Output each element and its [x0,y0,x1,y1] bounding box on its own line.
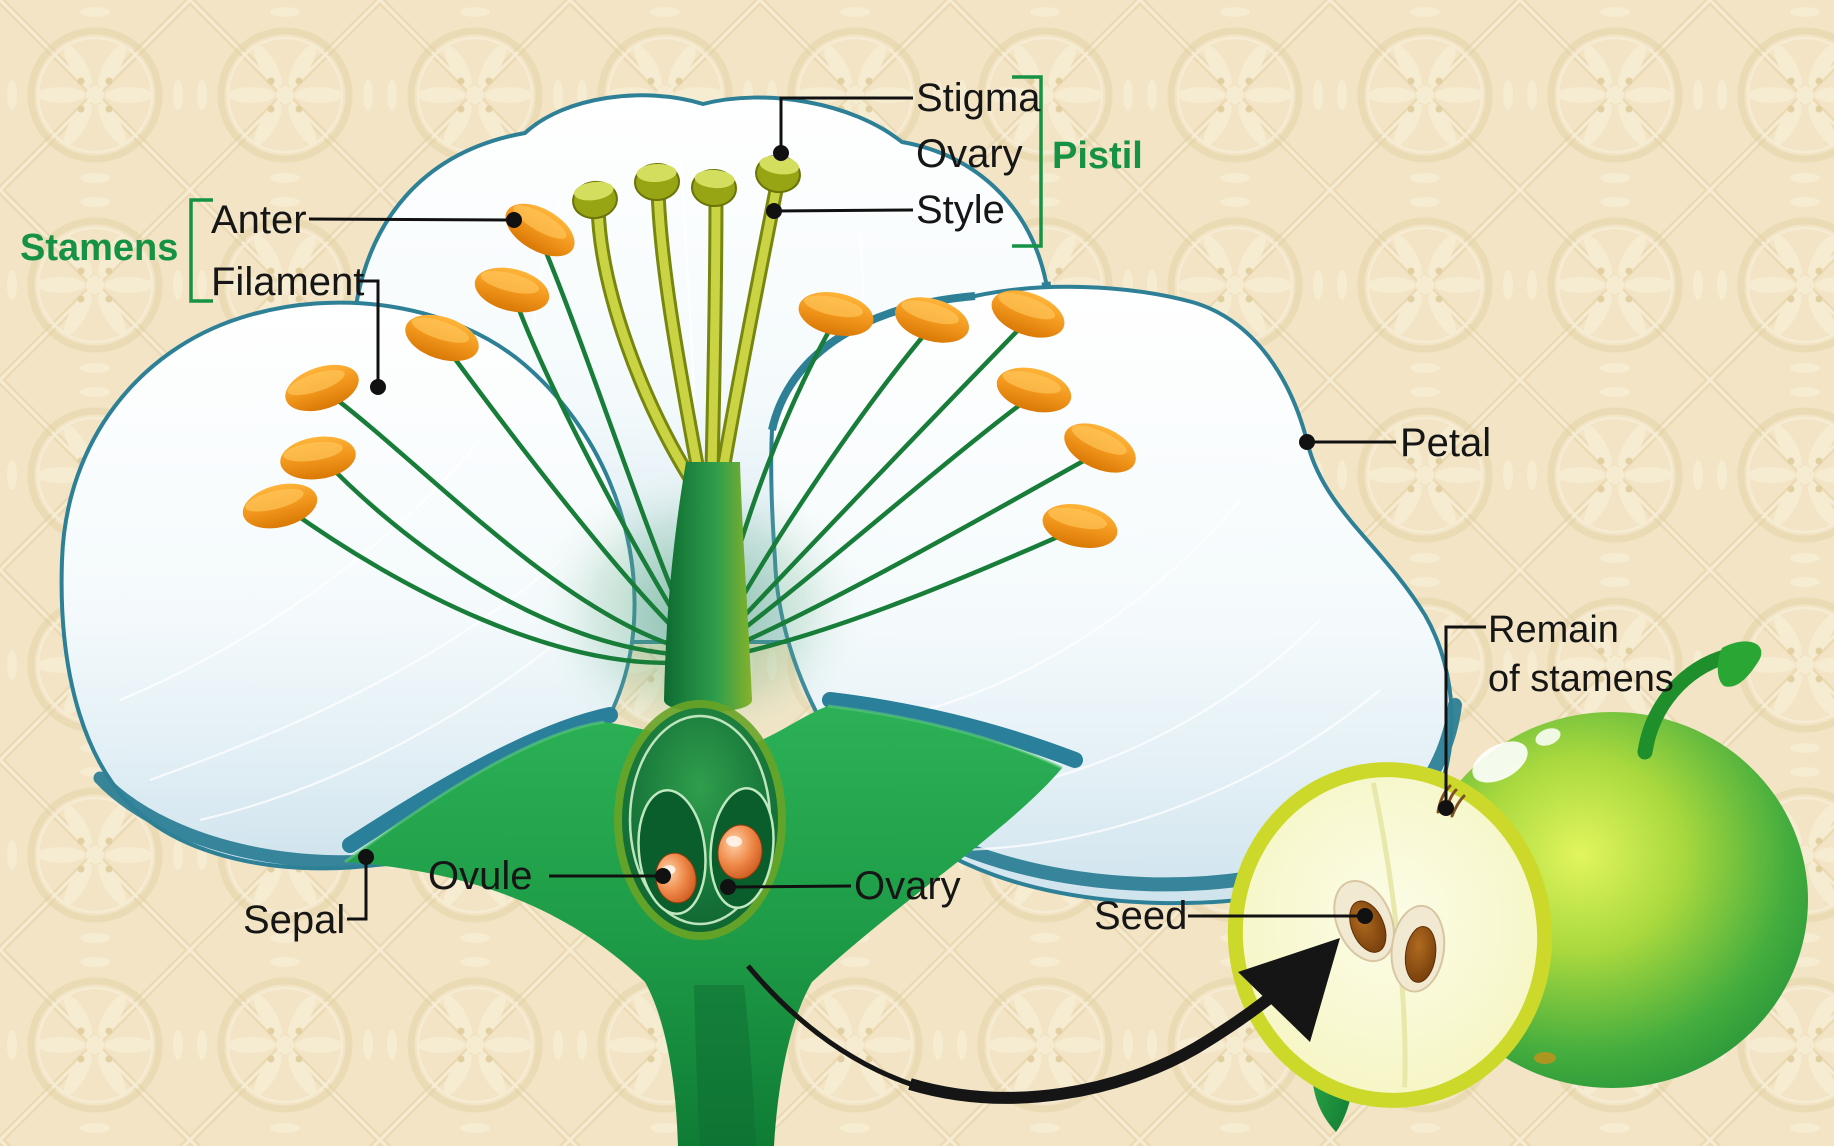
label-ovary-bottom: Ovary [854,864,961,908]
label-remain-of-stamens: Remain of stamens [1488,606,1674,704]
development-arrow [746,938,1340,1104]
sepal-receptacle [344,700,1063,1146]
group-brackets [189,75,1043,303]
ovule-right [717,824,763,880]
pistil-base-column [664,462,752,712]
petal-rim-right [822,692,1083,768]
label-pistil-group: Pistil [1052,135,1143,177]
apple-stem-tip [1717,641,1762,687]
label-ovary-pistil: Ovary [916,132,1023,176]
seed-right [1404,926,1437,983]
apple-half [1227,762,1553,1108]
label-ovule: Ovule [428,854,533,898]
stamens-bracket [189,198,213,303]
label-seed: Seed [1094,894,1188,938]
label-stamens-group: Stamens [20,227,179,269]
label-stigma: Stigma [916,76,1041,120]
label-remain-line2: of stamens [1488,658,1674,700]
label-anther: Anter [211,198,307,242]
label-petal: Petal [1400,421,1492,465]
leader-lines [308,96,1486,921]
stamen-anthers [242,203,1136,549]
leader-dots [358,145,1454,924]
label-style: Style [916,188,1005,232]
apple-stem [1637,648,1736,760]
petal-rim-left [342,707,618,853]
label-filament: Filament [211,260,365,304]
pistil-stigmas [572,154,801,220]
pistil-bracket [1012,75,1043,248]
flower-cross-section [59,93,1462,1146]
stamen-filaments [282,237,1098,666]
label-sepal: Sepal [243,898,346,942]
label-remain-line1: Remain [1488,609,1619,651]
apple-fruit-group [1227,641,1808,1132]
